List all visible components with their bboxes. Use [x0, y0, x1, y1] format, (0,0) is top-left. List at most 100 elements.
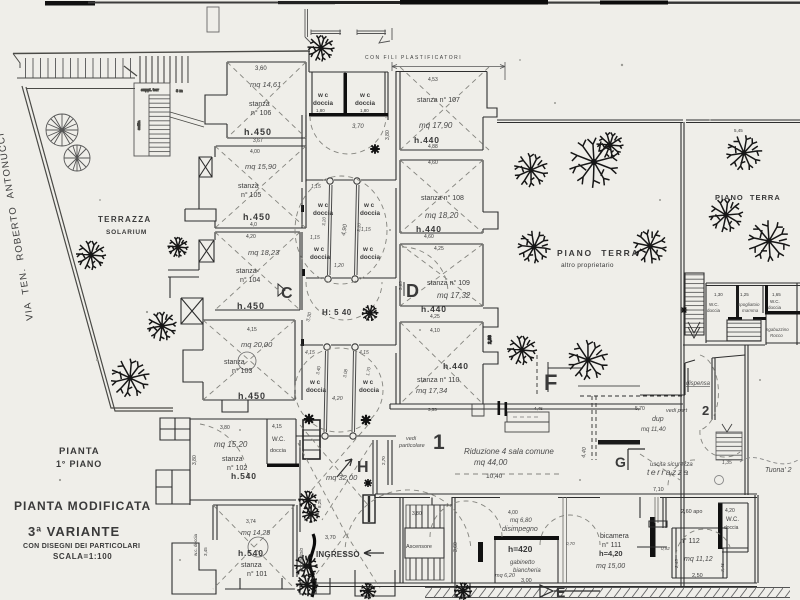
svg-text:1,65: 1,65 — [772, 292, 781, 297]
svg-text:w c: w c — [359, 92, 371, 99]
svg-text:doccia: doccia — [306, 387, 326, 394]
svg-text:1° PIANO: 1° PIANO — [56, 459, 102, 469]
svg-text:n° 105: n° 105 — [241, 191, 261, 199]
svg-text:3,80: 3,80 — [385, 130, 391, 140]
svg-text:particolare: particolare — [398, 443, 425, 449]
svg-text:biancheria: biancheria — [513, 568, 541, 574]
svg-text:doccia: doccia — [313, 210, 333, 217]
svg-text:0,70: 0,70 — [566, 541, 575, 546]
svg-text:1,15: 1,15 — [311, 184, 321, 190]
svg-text:doccia: doccia — [724, 525, 739, 531]
svg-text:4,15: 4,15 — [305, 350, 315, 356]
svg-text:mq 20,00: mq 20,00 — [241, 340, 273, 349]
svg-text:PIANO TERRA: PIANO TERRA — [715, 193, 781, 202]
svg-text:mq 17,90: mq 17,90 — [419, 121, 453, 130]
svg-text:stanza: stanza — [241, 562, 262, 569]
svg-text:n° 101: n° 101 — [247, 570, 267, 578]
svg-text:n° 111: n° 111 — [602, 541, 621, 549]
svg-text:2: 2 — [702, 403, 709, 418]
svg-text:terrazza: terrazza — [647, 467, 690, 477]
svg-text:7,10: 7,10 — [653, 487, 664, 493]
svg-text:w c: w c — [313, 246, 325, 253]
svg-text:mq 15,20: mq 15,20 — [214, 440, 248, 449]
svg-text:3,08: 3,08 — [342, 368, 349, 378]
svg-text:3,80: 3,80 — [220, 425, 230, 431]
svg-text:3,80: 3,80 — [412, 511, 422, 517]
svg-text:3,67: 3,67 — [253, 138, 263, 144]
svg-text:3,74: 3,74 — [246, 519, 256, 525]
svg-text:4,25: 4,25 — [430, 314, 440, 320]
svg-text:3,70: 3,70 — [325, 535, 336, 541]
svg-text:8,25: 8,25 — [317, 499, 322, 508]
svg-text:doccia: doccia — [359, 387, 379, 394]
svg-text:vedi: vedi — [406, 436, 417, 442]
svg-text:n° 103: n° 103 — [232, 367, 252, 375]
svg-text:3,20: 3,20 — [321, 216, 327, 226]
svg-text:INGRESSO: INGRESSO — [316, 550, 360, 559]
svg-text:4,15: 4,15 — [359, 350, 369, 356]
svg-text:4,15: 4,15 — [272, 424, 282, 430]
svg-text:E: E — [556, 584, 565, 600]
svg-text:1,15: 1,15 — [310, 235, 320, 241]
svg-text:2,50: 2,50 — [692, 573, 703, 579]
svg-text:4,88: 4,88 — [428, 144, 438, 150]
svg-text:h.440: h.440 — [414, 135, 440, 145]
svg-text:mq 15,00: mq 15,00 — [596, 563, 625, 570]
svg-text:stanza: stanza — [224, 359, 245, 366]
svg-text:2,88: 2,88 — [487, 335, 492, 344]
svg-text:7,45: 7,45 — [720, 563, 725, 572]
svg-text:4,25: 4,25 — [434, 246, 444, 252]
svg-text:uscita sicurezza: uscita sicurezza — [650, 462, 693, 468]
svg-text:1,15: 1,15 — [361, 227, 371, 233]
svg-text:3,60: 3,60 — [453, 542, 459, 552]
svg-text:w c: w c — [363, 202, 375, 209]
svg-text:sgabuzzino: sgabuzzino — [766, 327, 789, 332]
svg-text:suppl. terr: suppl. terr — [141, 87, 159, 92]
svg-text:3,70: 3,70 — [352, 124, 364, 130]
svg-text:3,80: 3,80 — [192, 455, 198, 465]
svg-text:mq 18,23: mq 18,23 — [248, 248, 280, 257]
svg-text:doccia: doccia — [313, 100, 333, 107]
svg-text:n° 112: n° 112 — [680, 537, 700, 545]
svg-text:dispensa: dispensa — [686, 381, 711, 387]
svg-text:w.c. doccia: w.c. doccia — [193, 533, 198, 556]
svg-text:h=420: h=420 — [508, 544, 533, 554]
svg-text:h.450: h.450 — [238, 391, 266, 401]
svg-text:1,80: 1,80 — [316, 108, 325, 113]
svg-text:CON DISEGNI DEI PARTICOLARI: CON DISEGNI DEI PARTICOLARI — [23, 543, 140, 550]
svg-text:10,40: 10,40 — [486, 473, 503, 480]
svg-text:4,20: 4,20 — [246, 234, 256, 240]
svg-text:w c: w c — [317, 202, 329, 209]
svg-text:mq 15,90: mq 15,90 — [245, 162, 277, 171]
svg-text:mq 17,32: mq 17,32 — [437, 291, 471, 300]
svg-text:mq 18,20: mq 18,20 — [425, 211, 459, 220]
svg-text:accapatoio: accapatoio — [299, 548, 305, 572]
svg-text:gabinetto: gabinetto — [510, 560, 535, 566]
svg-text:4,00: 4,00 — [508, 510, 518, 516]
svg-text:4,60: 4,60 — [424, 234, 434, 240]
svg-text:salita: salita — [136, 120, 141, 130]
svg-text:5,70: 5,70 — [635, 406, 645, 412]
svg-text:4,53: 4,53 — [428, 77, 438, 83]
svg-text:mq 11,12: mq 11,12 — [684, 556, 713, 563]
svg-text:PIANTA: PIANTA — [59, 446, 100, 457]
svg-text:1,25: 1,25 — [740, 292, 749, 297]
svg-text:PIANO TERRA: PIANO TERRA — [557, 248, 640, 258]
svg-text:1,35: 1,35 — [722, 460, 732, 466]
svg-text:stanza: stanza — [222, 456, 243, 463]
svg-text:SOLARIUM: SOLARIUM — [106, 229, 147, 236]
svg-text:3 m: 3 m — [176, 88, 183, 93]
svg-text:4,45: 4,45 — [534, 406, 543, 411]
svg-text:mq 11,40: mq 11,40 — [641, 427, 666, 433]
svg-text:h=4,20: h=4,20 — [599, 549, 623, 558]
svg-text:stanza: stanza — [249, 101, 270, 108]
svg-text:Rocco: Rocco — [770, 333, 783, 338]
svg-text:3,20: 3,20 — [356, 222, 362, 232]
svg-text:h.440: h.440 — [416, 224, 442, 234]
svg-text:0,92: 0,92 — [661, 546, 670, 551]
svg-text:w c: w c — [309, 379, 321, 386]
svg-text:h.450: h.450 — [243, 212, 271, 222]
svg-text:4,90: 4,90 — [341, 223, 349, 236]
svg-text:w c: w c — [362, 379, 374, 386]
svg-text:4,20: 4,20 — [332, 396, 344, 402]
